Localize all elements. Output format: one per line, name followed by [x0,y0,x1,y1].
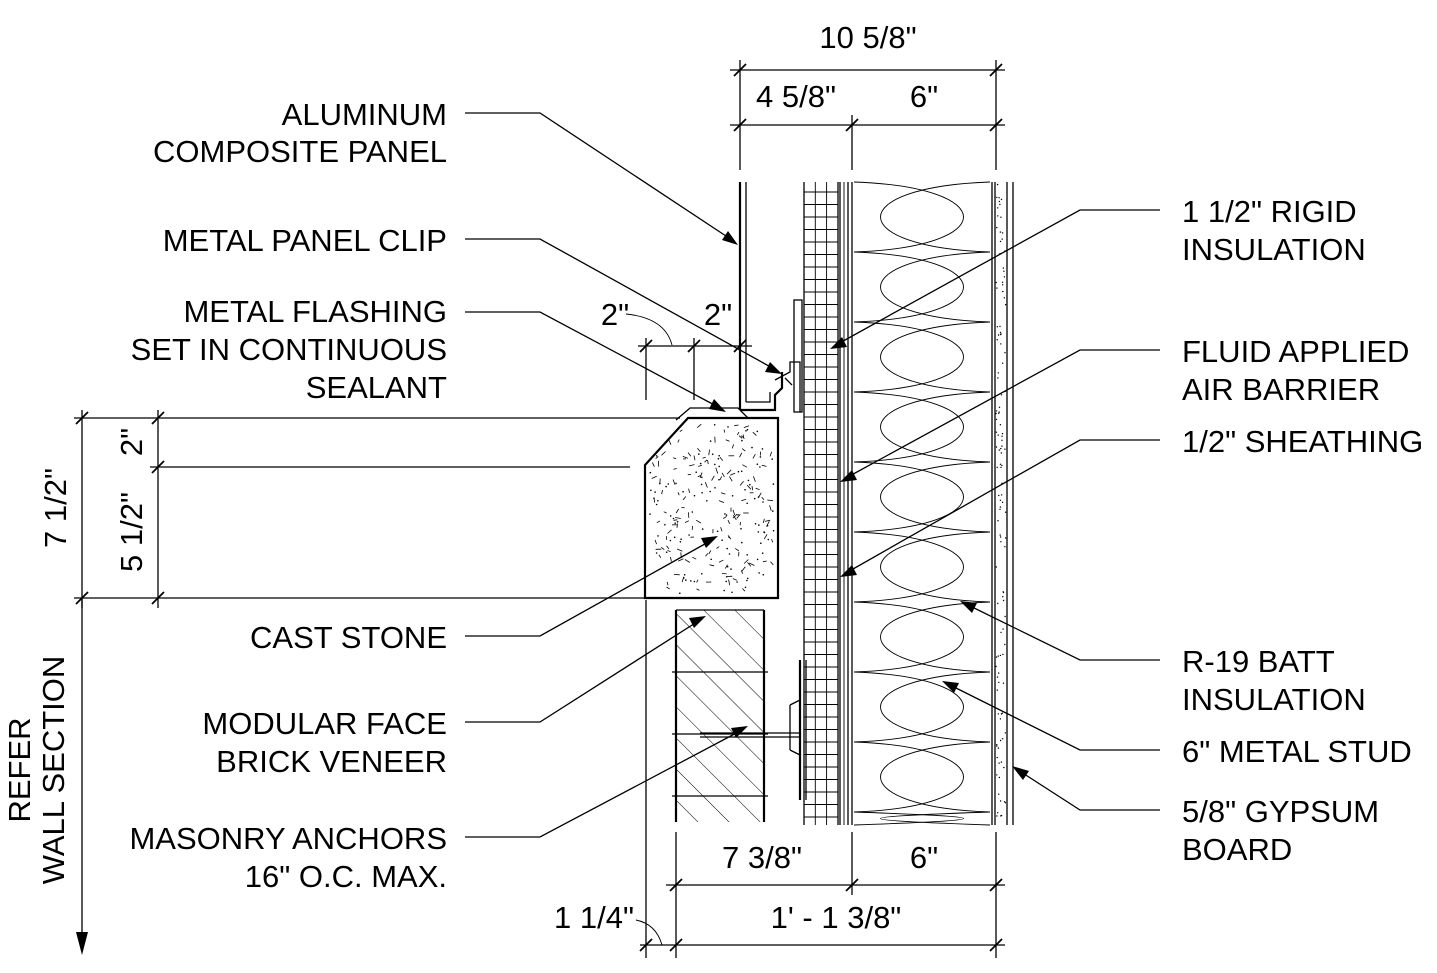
dim-bottom-stud: 6" [910,840,938,875]
panel-clip [740,299,803,413]
dim-top-overall: 10 5/8" [819,20,916,55]
callouts-left: ALUMINUM COMPOSITE PANEL METAL PANEL CLI… [129,97,782,894]
refer-label-line1: REFER [2,717,37,822]
label-batt-insulation-2: INSULATION [1182,682,1366,717]
dim-bottom-overall: 1' - 1 3/8" [771,900,902,935]
label-batt-insulation-1: R-19 BATT [1182,644,1335,679]
label-aluminum-panel-2: COMPOSITE PANEL [153,134,447,169]
label-metal-flashing-3: SEALANT [306,370,447,405]
callouts-right: 1 1/2" RIGID INSULATION FLUID APPLIED AI… [830,194,1423,867]
label-cast-stone: CAST STONE [250,620,447,655]
dim-bottom-left: 1 1/4" [554,900,634,935]
label-brick-veneer-1: MODULAR FACE [202,706,447,741]
dimensions: 10 5/8" 4 5/8" 6" 2" 2" 7 1/2" 2" 5 1/2" [38,20,1005,958]
batt-insulation [851,181,993,826]
aluminum-panel [738,182,747,410]
dim-stone-total: 7 1/2" [38,468,73,548]
label-air-barrier-1: FLUID APPLIED [1182,334,1409,369]
label-metal-stud: 6" METAL STUD [1182,734,1412,769]
refer-label-line2: WALL SECTION [36,656,71,885]
cast-stone [643,407,780,600]
dim-stone-top: 2" [114,428,149,456]
masonry-anchor [700,660,807,800]
label-masonry-anchors-2: 16" O.C. MAX. [245,859,447,894]
dim-stone-main: 5 1/2" [114,492,149,572]
label-metal-flashing-1: METAL FLASHING [183,294,447,329]
refer-wall-section: REFER WALL SECTION [2,598,88,955]
brick-veneer [672,609,768,822]
label-gypsum-board-1: 5/8" GYPSUM [1182,794,1379,829]
label-masonry-anchors-1: MASONRY ANCHORS [129,821,447,856]
label-brick-veneer-2: BRICK VENEER [216,744,447,779]
label-metal-panel-clip: METAL PANEL CLIP [163,223,447,258]
rigid-insulation [803,182,839,825]
sheathing [839,182,849,825]
dim-flash-right: 2" [704,297,732,332]
dim-flash-left: 2" [601,297,629,332]
label-metal-flashing-2: SET IN CONTINUOUS [131,332,447,367]
label-rigid-insulation-2: INSULATION [1182,232,1366,267]
dim-bottom-brick: 7 3/8" [722,840,802,875]
label-aluminum-panel-1: ALUMINUM [282,97,447,132]
label-rigid-insulation-1: 1 1/2" RIGID [1182,194,1357,229]
wall-assembly [643,181,1014,826]
dim-top-stud: 6" [910,79,938,114]
label-sheathing: 1/2" SHEATHING [1182,424,1423,459]
gypsum-board [994,182,1014,825]
dim-top-panel: 4 5/8" [756,79,836,114]
label-gypsum-board-2: BOARD [1182,832,1292,867]
label-air-barrier-2: AIR BARRIER [1182,372,1380,407]
